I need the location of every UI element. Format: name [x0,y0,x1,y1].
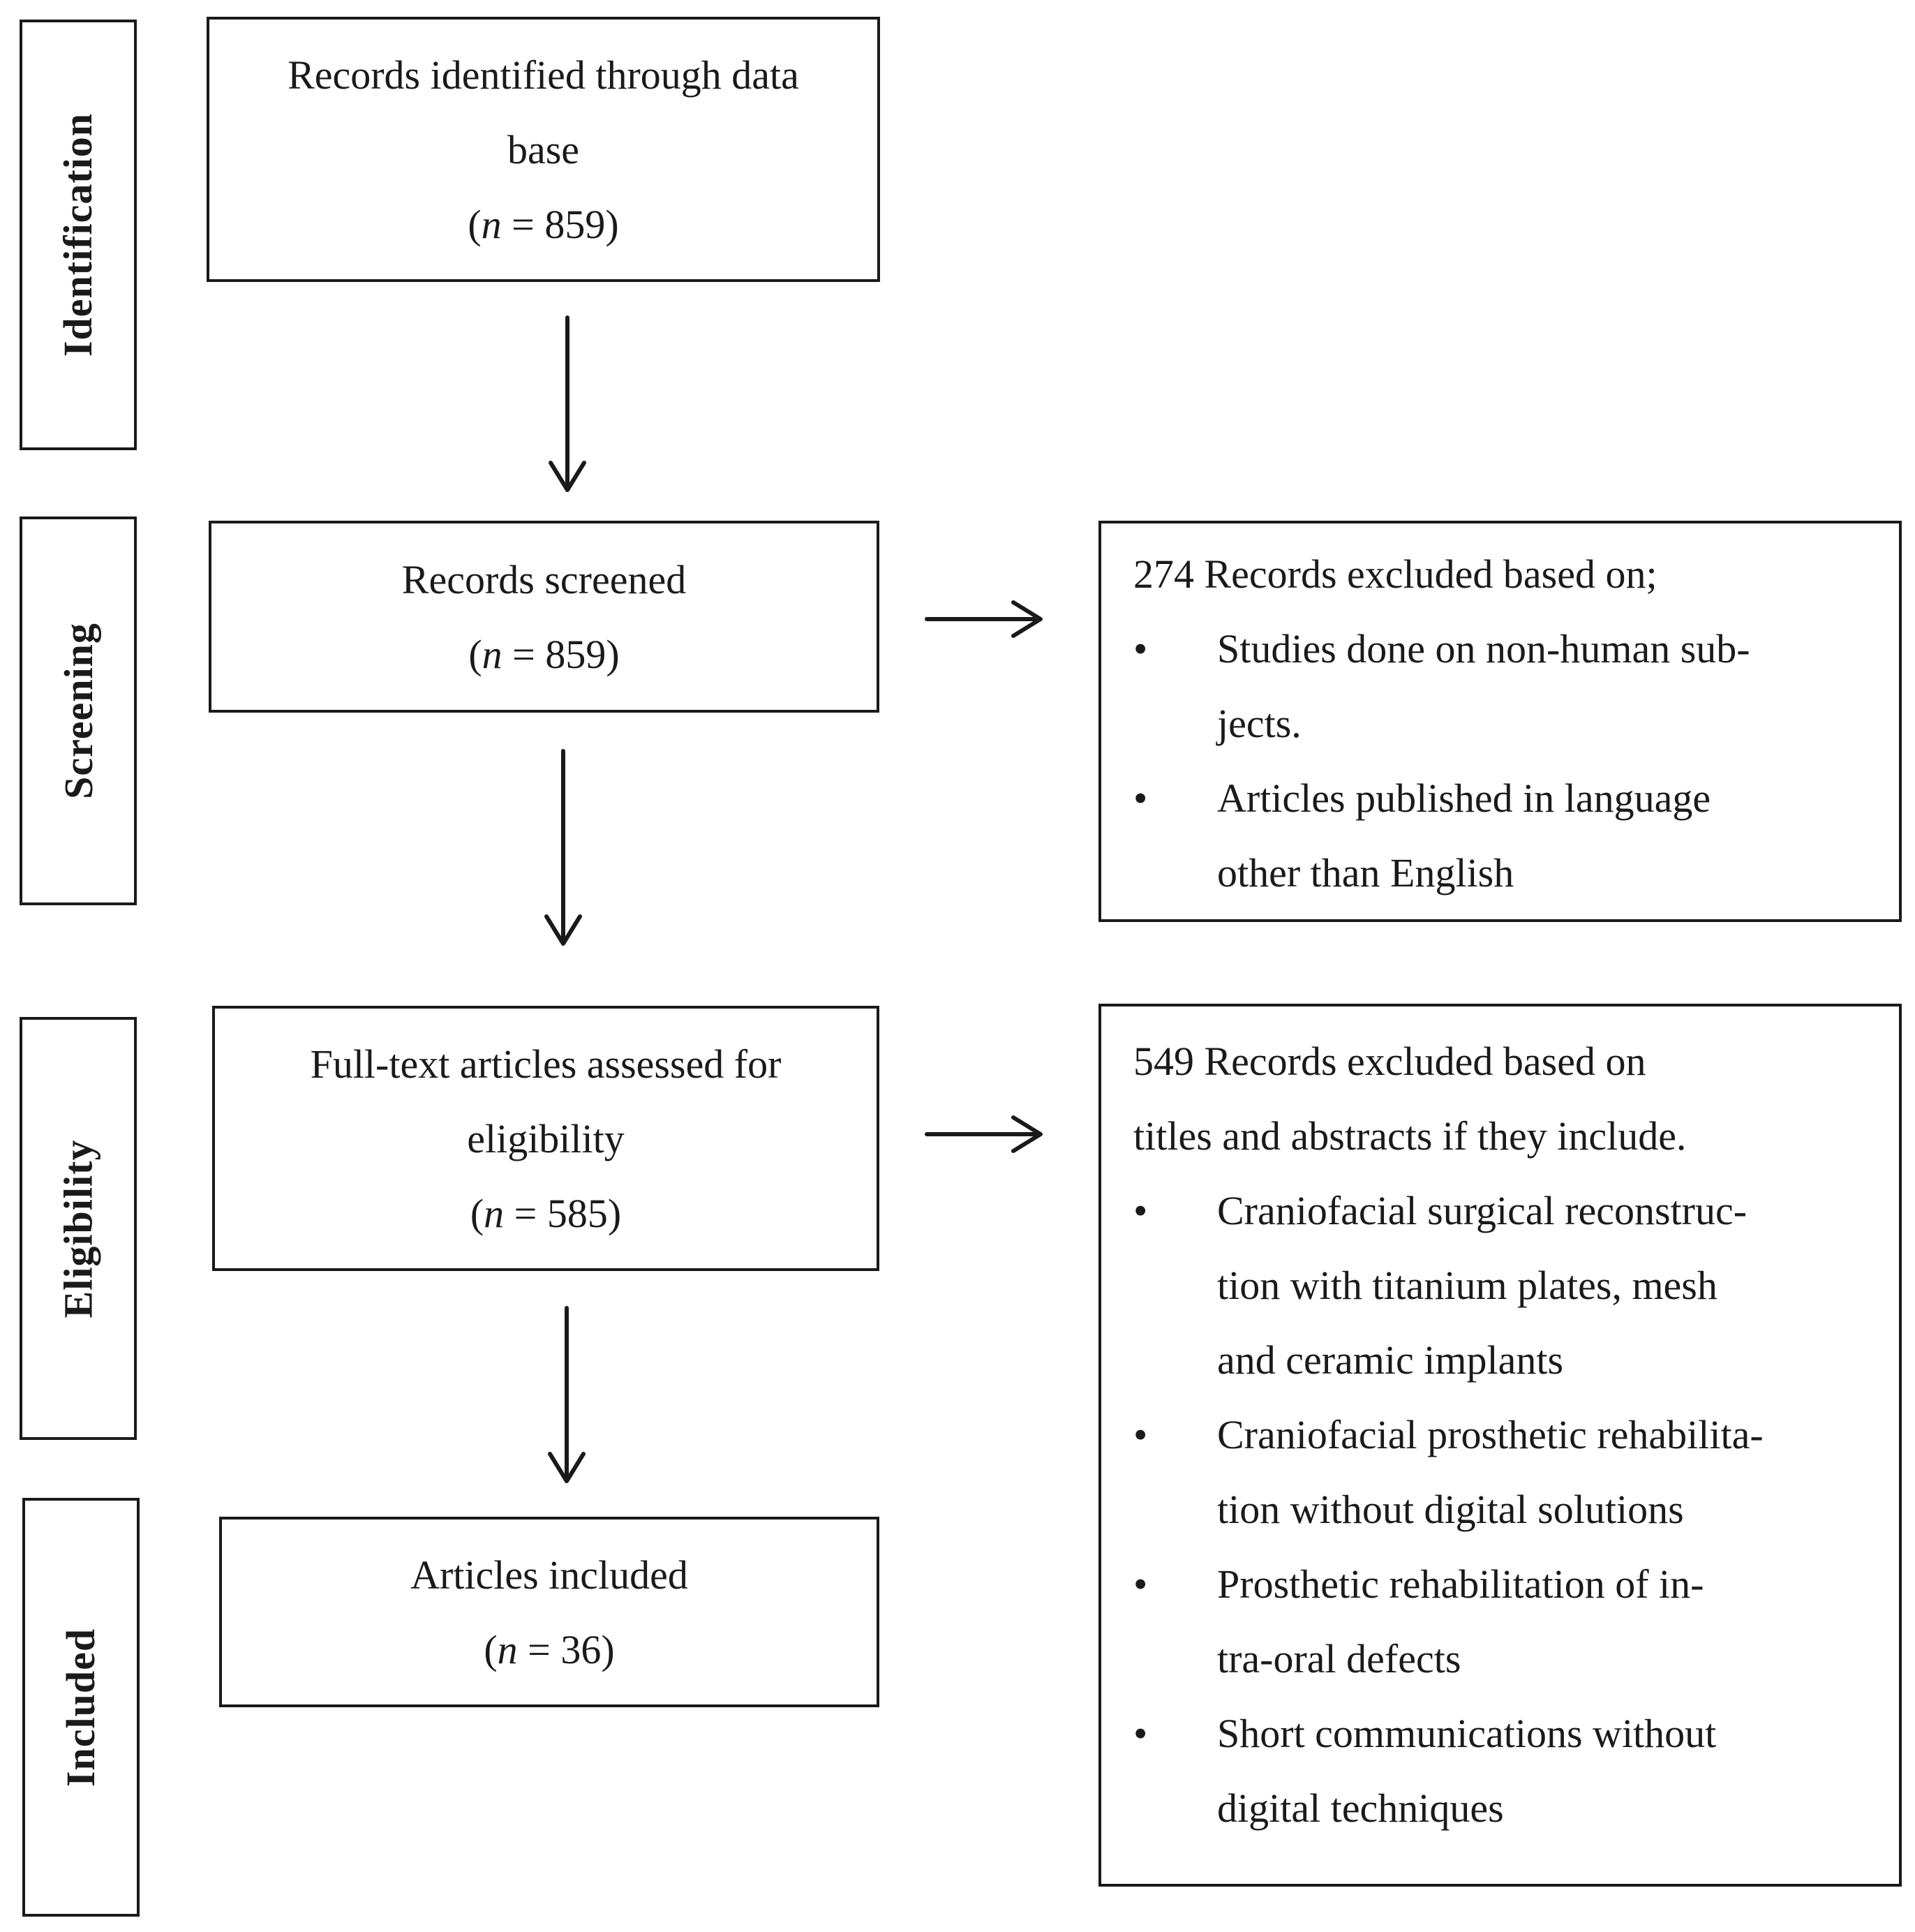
arrow-down-2 [544,749,582,946]
articles-included-line1: Articles included [410,1552,688,1598]
records-identified-line1: Records identified through data [288,52,799,98]
fulltext-assessed-count: (n = 585) [470,1190,622,1236]
fulltext-assessed-line2: eligibility [467,1115,625,1161]
stage-eligibility-label: Eligibility [55,1139,101,1318]
stage-eligibility: Eligibility [20,1017,137,1440]
records-identified-line2: base [507,126,580,172]
stage-included: Included [22,1498,140,1917]
arrow-down-3 [548,1306,586,1483]
bullet-icon: • [1133,1711,1148,1756]
screening-exclusions-box: 274 Records excluded based on; • Studies… [1098,521,1902,922]
list-item: • Prosthetic rehabilitation of in- tra-o… [1133,1547,1871,1696]
records-identified-box: Records identified through data base (n … [207,17,880,282]
bullet-icon: • [1133,1188,1148,1233]
stage-screening: Screening [20,517,137,905]
fulltext-assessed-box: Full-text articles assessed for eligibil… [212,1006,879,1271]
records-screened-box: Records screened (n = 859) [209,521,879,713]
eligibility-exclusions-list: • Craniofacial surgical reconstruc- tion… [1133,1173,1871,1845]
arrow-down-1 [549,315,586,492]
screening-exclusions-heading: 274 Records excluded based on; [1133,551,1657,597]
records-screened-line1: Records screened [401,556,687,602]
list-item: • Craniofacial prosthetic rehabilita- ti… [1133,1397,1871,1547]
records-screened-count: (n = 859) [468,631,620,677]
list-item: • Craniofacial surgical reconstruc- tion… [1133,1173,1871,1397]
arrow-right-1 [925,600,1043,638]
list-item: • Studies done on non-human sub- jects. [1133,611,1871,761]
list-item: • Short communications without digital t… [1133,1696,1871,1845]
list-item: • Articles published in language other t… [1133,761,1871,910]
bullet-icon: • [1133,1412,1148,1457]
articles-included-count: (n = 36) [484,1626,615,1672]
eligibility-exclusions-heading-line1: 549 Records excluded based on [1133,1039,1646,1084]
articles-included-box: Articles included (n = 36) [219,1517,879,1707]
eligibility-exclusions-box: 549 Records excluded based on titles and… [1098,1004,1902,1887]
bullet-icon: • [1133,1561,1148,1607]
arrow-right-2 [925,1115,1043,1153]
stage-identification-label: Identification [55,112,101,357]
bullet-icon: • [1133,775,1148,821]
records-identified-count: (n = 859) [468,201,619,247]
stage-identification: Identification [20,20,137,450]
bullet-icon: • [1133,626,1148,671]
stage-screening-label: Screening [55,623,101,799]
stage-included-label: Included [58,1628,104,1787]
fulltext-assessed-line1: Full-text articles assessed for [310,1041,782,1087]
screening-exclusions-list: • Studies done on non-human sub- jects. … [1133,611,1871,910]
eligibility-exclusions-heading-line2: titles and abstracts if they include. [1133,1113,1687,1159]
